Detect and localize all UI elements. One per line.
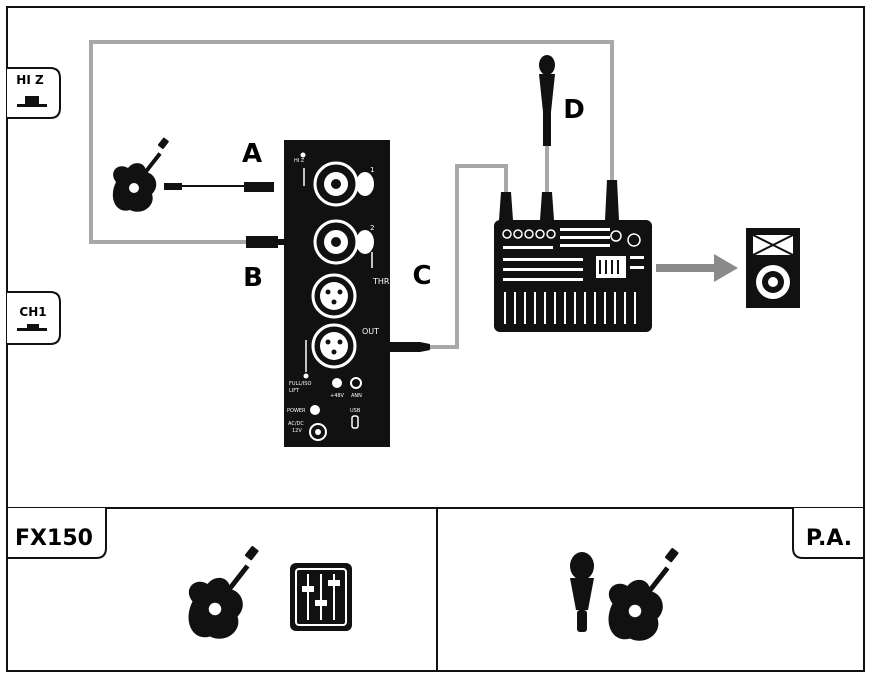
ann-label: ANN [351, 393, 362, 399]
mixer-icon [494, 220, 652, 332]
bottom-right-tab: P.A. [792, 508, 865, 559]
combo-input-2: 2 [313, 219, 374, 265]
label-b: B [243, 263, 263, 293]
mixer-input-plugs [499, 180, 619, 220]
label-a: A [242, 139, 262, 169]
outer-frame [6, 6, 865, 672]
label-d: D [563, 95, 585, 125]
usb-port [351, 415, 359, 429]
ann-led [350, 377, 362, 389]
phantom-led [332, 378, 342, 388]
pa-label: P.A. [806, 526, 852, 551]
ground-label-1: FULL/ISO [289, 381, 311, 387]
bottom-left-tab: FX150 [6, 508, 107, 559]
arrow-right-icon [656, 254, 738, 282]
dc-label-2: 12V [292, 428, 302, 434]
input-2-label: 2 [370, 224, 374, 232]
jack-b-icon [246, 236, 284, 248]
tab-ch1-label: CH1 [19, 305, 46, 319]
thru-label: THRU [372, 277, 395, 286]
cable-b [89, 40, 614, 244]
power-label: POWER [287, 408, 306, 414]
xlr-thru-jack [311, 273, 357, 319]
usb-label: USB [350, 408, 361, 414]
cables [89, 40, 614, 349]
tab-ch1: CH1 [7, 291, 61, 345]
cable-c [430, 164, 508, 349]
hiz-small-label: HI Z [294, 158, 305, 164]
label-c: C [412, 261, 431, 291]
combo-input-1: 1 [313, 161, 374, 207]
di-device: 1 2 HI Z THRU OUT FULL/ISO LI [284, 140, 395, 447]
ground-label-2: LIFT [289, 388, 300, 394]
xlr-out-jack [311, 323, 357, 369]
out-label: OUT [362, 327, 379, 336]
fx150-label: FX150 [15, 526, 93, 551]
button-released-icon [27, 324, 39, 328]
input-1-label: 1 [370, 166, 374, 174]
dc-label-1: AC/DC [288, 421, 304, 427]
microphone-icon [539, 55, 555, 146]
power-led [310, 405, 320, 415]
microphone-icon [570, 552, 594, 632]
tab-hiz: HI Z [7, 67, 61, 119]
xlr-plug-c [384, 342, 430, 352]
mixer-faders-icon [290, 563, 352, 631]
phantom-label: +48V [330, 393, 345, 399]
speaker-icon [746, 228, 800, 308]
cable-a [164, 182, 274, 192]
tab-hiz-label: HI Z [16, 73, 44, 87]
button-pressed-icon [25, 96, 39, 105]
